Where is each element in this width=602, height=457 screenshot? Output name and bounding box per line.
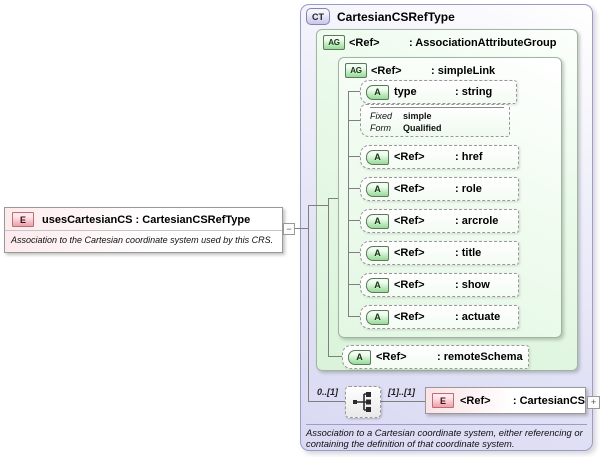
- attribute-icon: A: [366, 149, 389, 165]
- complex-type-header: CT CartesianCSRefType: [306, 8, 455, 25]
- type-facts-box: Fixed simple Form Qualified: [360, 104, 510, 137]
- connector-line: [308, 205, 309, 402]
- attribute-name: : string: [455, 86, 493, 98]
- connector-line: [348, 316, 360, 317]
- attribute-remote-schema-box[interactable]: A <Ref> : remoteSchema: [342, 345, 529, 369]
- connector-line: [348, 252, 360, 253]
- attribute-ref: <Ref>: [394, 183, 425, 195]
- attribute-role-box[interactable]: A <Ref> : role: [360, 177, 519, 201]
- attribute-show-box[interactable]: A <Ref> : show: [360, 273, 519, 297]
- element-title: usesCartesianCS : CartesianCSRefType: [42, 213, 251, 226]
- connector-line: [328, 356, 342, 357]
- attribute-ref: <Ref>: [394, 279, 425, 291]
- collapse-toggle[interactable]: −: [283, 223, 295, 235]
- form-label: Form: [370, 123, 391, 133]
- attribute-group-name: : AssociationAttributeGroup: [409, 36, 557, 49]
- connector-line: [293, 228, 308, 229]
- attribute-icon: A: [366, 84, 389, 100]
- attribute-arcrole-box[interactable]: A <Ref> : arcrole: [360, 209, 519, 233]
- footer-annotation: Association to a Cartesian coordinate sy…: [306, 427, 583, 449]
- attribute-name: : href: [455, 151, 483, 163]
- element-icon: E: [12, 212, 34, 227]
- attribute-ref: <Ref>: [394, 247, 425, 259]
- footer-divider: [306, 424, 587, 425]
- attribute-icon: A: [366, 213, 389, 229]
- attribute-name: : title: [455, 247, 482, 259]
- connector-line: [348, 91, 349, 317]
- facts-divider: [370, 107, 504, 108]
- attribute-ref: type: [394, 86, 417, 98]
- attribute-group-ref: <Ref>: [349, 36, 380, 49]
- attribute-icon: A: [366, 245, 389, 261]
- fixed-label: Fixed: [370, 111, 393, 121]
- connector-line: [308, 401, 345, 402]
- attribute-title-box[interactable]: A <Ref> : title: [360, 241, 519, 265]
- connector-line: [348, 284, 360, 285]
- attribute-icon: A: [366, 181, 389, 197]
- attribute-name: : actuate: [455, 311, 501, 323]
- cartesian-cs-element-box[interactable]: E <Ref> : CartesianCS: [425, 387, 586, 414]
- attribute-group-icon: AG: [345, 63, 367, 78]
- attribute-ref: <Ref>: [394, 151, 425, 163]
- connector-line: [381, 401, 425, 402]
- connector-line: [328, 198, 329, 357]
- connector-line: [348, 156, 360, 157]
- connector-line: [348, 91, 360, 92]
- attribute-actuate-box[interactable]: A <Ref> : actuate: [360, 305, 519, 329]
- connector-line: [308, 205, 328, 206]
- attribute-group-icon: AG: [323, 35, 345, 50]
- expand-toggle[interactable]: +: [587, 396, 600, 409]
- sequence-compositor[interactable]: [345, 386, 381, 418]
- element-annotation: Association to the Cartesian coordinate …: [11, 235, 274, 245]
- simple-link-header: AG <Ref> : simpleLink: [339, 58, 561, 78]
- connector-line: [328, 198, 338, 199]
- attribute-name: : remoteSchema: [437, 351, 523, 363]
- uses-cartesian-cs-element-box[interactable]: E usesCartesianCS : CartesianCSRefType A…: [4, 207, 283, 253]
- form-value: Qualified: [403, 123, 442, 133]
- connector-line: [348, 188, 360, 189]
- element-ref: <Ref>: [460, 394, 491, 407]
- attribute-name: : arcrole: [455, 215, 499, 227]
- connector-line: [348, 220, 360, 221]
- attribute-name: : role: [455, 183, 482, 195]
- element-header: E usesCartesianCS : CartesianCSRefType: [5, 208, 282, 231]
- attribute-type-box[interactable]: A type : string: [360, 80, 517, 104]
- element-icon: E: [432, 393, 454, 408]
- simple-link-ref: <Ref>: [371, 64, 402, 77]
- attribute-icon: A: [366, 277, 389, 293]
- fixed-value: simple: [403, 111, 432, 121]
- attribute-ref: <Ref>: [376, 351, 407, 363]
- cardinality-right: [1]..[1]: [388, 387, 415, 397]
- cardinality-left: 0..[1]: [317, 387, 339, 397]
- attribute-name: : show: [455, 279, 490, 291]
- connector-line: [348, 120, 360, 121]
- attribute-group-header: AG <Ref> : AssociationAttributeGroup: [317, 30, 577, 50]
- element-name: : CartesianCS: [512, 394, 585, 407]
- sequence-icon: [353, 392, 371, 412]
- complex-type-icon: CT: [306, 8, 330, 25]
- complex-type-title: CartesianCSRefType: [337, 9, 455, 24]
- attribute-ref: <Ref>: [394, 311, 425, 323]
- attribute-icon: A: [366, 309, 389, 325]
- simple-link-name: : simpleLink: [431, 64, 496, 77]
- attribute-href-box[interactable]: A <Ref> : href: [360, 145, 519, 169]
- attribute-icon: A: [348, 349, 371, 365]
- attribute-ref: <Ref>: [394, 215, 425, 227]
